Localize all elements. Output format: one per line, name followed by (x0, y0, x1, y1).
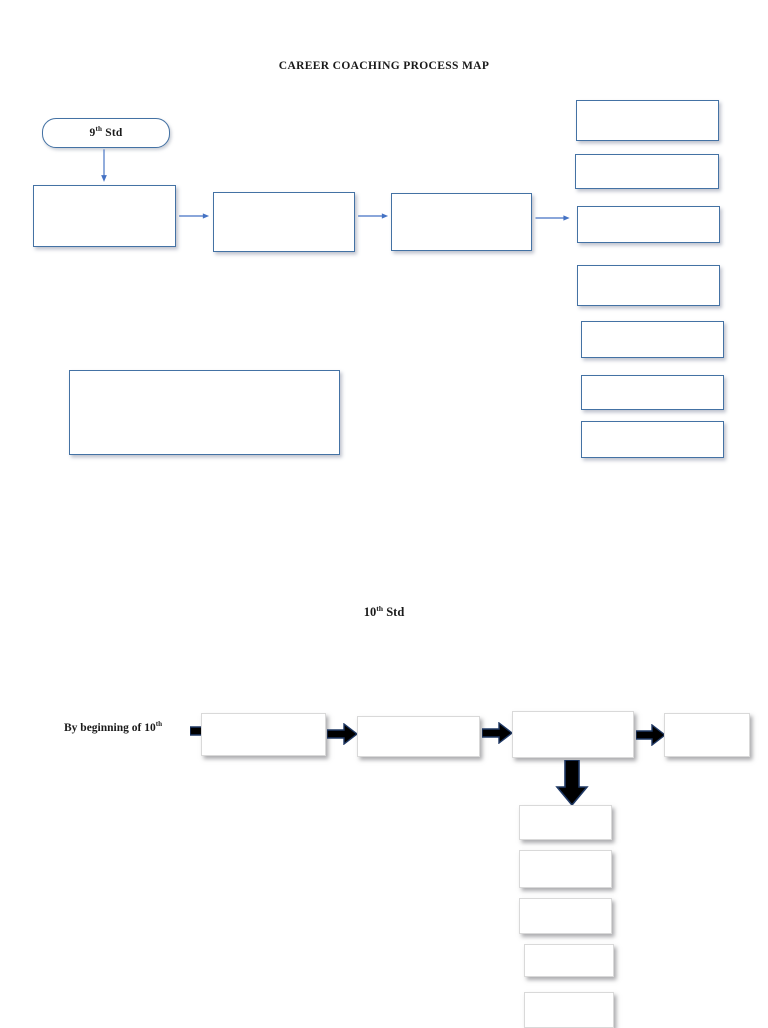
down-arrow-icon (101, 149, 107, 182)
section-heading-prefix: 10 (363, 605, 377, 619)
outcome-box-2[interactable] (575, 154, 719, 189)
arrow-oval-to-box-1 (99, 146, 111, 186)
block-arrow-flow3-to-sub-boxes (552, 760, 592, 806)
start-node-9th-std[interactable]: 9th Std (42, 118, 170, 148)
right-arrow-icon (358, 213, 389, 219)
caption-prefix: By beginning of 10 (64, 722, 156, 734)
outcome-box-7[interactable] (581, 421, 724, 458)
flow-box-1[interactable] (201, 713, 326, 756)
start-node-label: 9th Std (89, 125, 123, 139)
right-block-arrow-icon (636, 724, 666, 746)
caption-by-beginning-of-10th: By beginning of 10th (64, 720, 163, 734)
process-box-2[interactable] (213, 192, 355, 252)
down-block-arrow-icon (555, 760, 589, 806)
wide-box[interactable] (69, 370, 340, 455)
arrow-box3-to-outcomes (532, 213, 574, 225)
start-node-label-suffix: Std (102, 127, 123, 139)
sub-box-1[interactable] (519, 805, 612, 840)
block-arrow-flow1-to-flow2 (327, 723, 358, 745)
sub-box-5[interactable] (524, 992, 614, 1028)
start-node-label-prefix: 9 (89, 127, 96, 139)
outcome-box-1[interactable] (576, 100, 719, 141)
outcome-box-6[interactable] (581, 375, 724, 410)
start-node-label-sup: th (95, 125, 103, 134)
process-box-3[interactable] (391, 193, 532, 251)
right-arrow-icon (179, 213, 210, 219)
block-arrow-flow2-to-flow3 (482, 722, 513, 744)
flow-box-2[interactable] (357, 716, 480, 757)
sub-box-3[interactable] (519, 898, 612, 934)
arrow-box1-to-box2 (176, 211, 213, 223)
flow-box-4[interactable] (664, 713, 750, 757)
page-title-text: CAREER COACHING PROCESS MAP (278, 60, 490, 72)
right-block-arrow-icon (482, 722, 513, 744)
outcome-box-4[interactable] (577, 265, 720, 306)
sub-box-4[interactable] (524, 944, 614, 977)
block-arrow-flow3-to-flow4 (636, 724, 666, 746)
section-heading-10th-std: 10th Std (0, 603, 768, 620)
section-heading-sup: th (376, 603, 384, 613)
right-block-arrow-icon (327, 723, 358, 745)
process-box-1[interactable] (33, 185, 176, 247)
arrow-box2-to-box3 (355, 211, 392, 223)
sub-box-2[interactable] (519, 850, 612, 888)
flow-box-3[interactable] (512, 711, 634, 758)
right-arrow-icon (535, 215, 570, 221)
section-heading-suffix: Std (383, 605, 405, 619)
caption-sup: th (155, 720, 163, 729)
outcome-box-3[interactable] (577, 206, 720, 243)
outcome-box-5[interactable] (581, 321, 724, 358)
page-title: CAREER COACHING PROCESS MAP (0, 60, 768, 72)
